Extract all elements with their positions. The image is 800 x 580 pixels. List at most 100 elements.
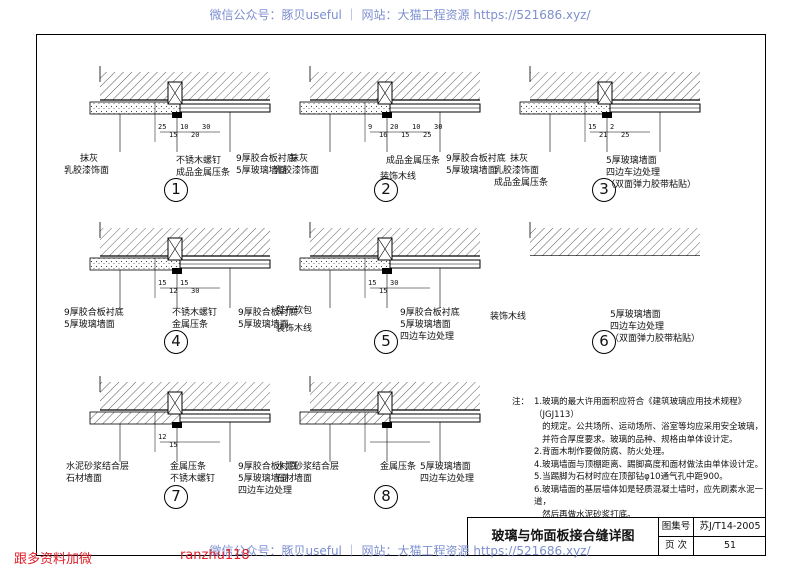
detail-2	[299, 66, 481, 152]
detail-label: 不锈木螺钉	[170, 474, 216, 484]
detail-1	[89, 66, 271, 152]
detail-8	[299, 376, 481, 462]
dimension-label: 15	[588, 123, 597, 131]
wood-block-cross	[377, 81, 393, 105]
detail-label: （双面弹力胶带粘贴）	[606, 180, 697, 190]
dimension-label: 15	[158, 279, 167, 287]
detail-label: 装饰木线	[276, 324, 313, 334]
detail-label: 乳胶漆饰面	[64, 166, 110, 176]
detail-label: 金属压条	[380, 462, 417, 472]
note-line: 6.玻璃墙面的基层墙体如是轻质混凝土墙时，应先刷素水泥一道，	[534, 484, 764, 508]
title-block: 玻璃与饰面板接合缝详图 图集号 苏J/T14-2005 页 次 51	[467, 517, 766, 556]
dimension-label: 25	[158, 123, 167, 131]
note-line: 1.玻璃的最大许用面积应符合《建筑玻璃应用技术规程》（JGJ113）	[534, 397, 747, 420]
dimension-label: 25	[621, 131, 630, 139]
wood-block-cross	[167, 391, 183, 415]
plaster-layer	[89, 101, 181, 115]
dimension-label: 25	[423, 131, 432, 139]
metal-strip	[382, 112, 392, 118]
detail-label: 石材墙面	[276, 474, 313, 484]
detail-label: 9厚胶合板衬底	[446, 154, 506, 164]
detail-label: 9厚胶合板衬底	[236, 154, 296, 164]
detail-label: 装饰木线	[490, 312, 527, 322]
slab-hatch	[310, 228, 480, 256]
dimension-label: 30	[390, 279, 399, 287]
detail-label: 5厚玻璃墙面	[64, 320, 115, 330]
detail-label: 四边车边处理	[606, 168, 661, 178]
drawing-frame	[36, 34, 766, 556]
detail-sections	[89, 66, 701, 462]
detail-label: 5厚玻璃墙面	[420, 462, 471, 472]
note-prefix-row: 注： 1.玻璃的最大许用面积应符合《建筑玻璃应用技术规程》（JGJ113） 的规定…	[512, 396, 772, 521]
detail-7	[89, 376, 271, 462]
dimension-label: 12	[169, 287, 178, 295]
notes-block: 注： 1.玻璃的最大许用面积应符合《建筑玻璃应用技术规程》（JGJ113） 的规定…	[512, 396, 772, 521]
detail-label: 金属压条	[172, 320, 209, 330]
slab-hatch	[100, 228, 270, 256]
detail-label: 乳胶漆饰面	[494, 166, 540, 176]
dimension-label: 21	[599, 131, 608, 139]
detail-label: 成品金属压条	[176, 168, 231, 178]
metal-strip	[382, 422, 392, 428]
detail-number: 7	[164, 485, 188, 509]
detail-label: 四边车边处理	[238, 486, 293, 496]
drawing-title: 玻璃与饰面板接合缝详图	[468, 518, 659, 555]
detail-label: 四边车边处理	[610, 322, 665, 332]
metal-strip	[382, 268, 392, 274]
slab-hatch	[530, 228, 700, 256]
note-line: 2.背面木制作要做防腐、防火处理。	[534, 447, 670, 457]
slab-hatch	[310, 382, 480, 410]
note-line: 的规定。公共场所、运动场所、浴室等均应采用安全玻璃，	[534, 422, 764, 432]
wood-block-cross	[377, 391, 393, 415]
dimension-label: 12	[158, 433, 167, 441]
detail-number: 6	[592, 330, 616, 354]
detail-label: 9厚胶合板衬底	[238, 462, 298, 472]
detail-number: 8	[374, 485, 398, 509]
dimension-label: 10	[180, 123, 189, 131]
detail-label: 5厚玻璃墙面	[238, 474, 289, 484]
dimension-label: 10	[412, 123, 421, 131]
detail-number: 1	[164, 178, 188, 202]
metal-strip	[172, 112, 182, 118]
dimension-label: 15	[169, 131, 178, 139]
slab-hatch	[100, 382, 270, 410]
detail-5	[299, 222, 481, 308]
blank-area	[530, 256, 700, 296]
dimension-label: 30	[191, 287, 200, 295]
note-line: 并符合厚度要求。玻璃的品种、规格由单体设计定。	[534, 434, 738, 445]
detail-label: 5厚玻璃墙面	[400, 320, 451, 330]
detail-label: 乳胶漆饰面	[274, 166, 320, 176]
detail-label: 5厚玻璃墙面	[238, 320, 289, 330]
dimension-label: 15	[379, 287, 388, 295]
dimension-label: 30	[434, 123, 443, 131]
dimension-label: 16	[379, 131, 388, 139]
detail-number: 5	[374, 330, 398, 354]
detail-label: 水泥砂浆结合层	[276, 462, 340, 472]
dimension-label: 15	[368, 279, 377, 287]
plaster-layer	[519, 101, 611, 115]
detail-label: 不锈木螺钉	[176, 156, 222, 166]
note-prefix: 注：	[512, 397, 530, 407]
plaster-layer	[299, 101, 391, 115]
dimension-label: 15	[401, 131, 410, 139]
detail-label: 四边车边处理	[400, 332, 455, 342]
note-line: 4.玻璃墙面与顶棚距离、踢脚高度和面材做法由单体设计定。	[534, 459, 764, 470]
detail-label: 5厚玻璃墙面	[236, 166, 287, 176]
detail-label: 金属压条	[170, 462, 207, 472]
dimension-label: 2	[610, 123, 615, 131]
plaster-layer	[299, 257, 391, 271]
detail-6	[529, 222, 700, 296]
slab-hatch	[100, 72, 270, 100]
dimension-label: 15	[180, 279, 189, 287]
footer-contact-label: 跟多资料加微	[14, 552, 93, 567]
detail-label: 石材墙面	[66, 474, 103, 484]
detail-label: 成品金属压条	[386, 156, 441, 166]
detail-label: 装饰木线	[380, 172, 417, 182]
plaster-layer	[299, 411, 391, 425]
detail-label: 9厚胶合板衬底	[400, 308, 460, 318]
plaster-layer	[89, 411, 181, 425]
wood-block-cross	[167, 237, 183, 261]
detail-4	[89, 222, 271, 308]
dimension-label: 20	[191, 131, 200, 139]
